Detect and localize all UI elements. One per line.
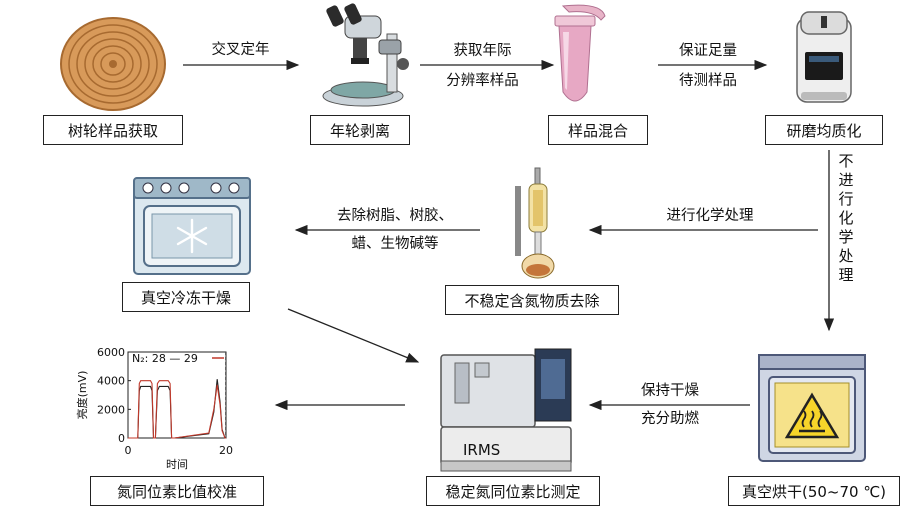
arrow-label-cross-dating: 交叉定年: [211, 42, 270, 58]
distillation-apparatus-icon: [515, 167, 555, 279]
irms-instrument-icon: IRMS: [440, 348, 572, 472]
calibration-chart: 0 2000 4000 6000 0 20 时间 亮度(mV) N₂: 28 — 29: [75, 346, 233, 471]
vertical-char: 处: [838, 247, 854, 265]
arrow-label-chemical-treatment: 进行化学处理: [666, 208, 754, 224]
vertical-char: 理: [838, 266, 854, 284]
y-tick-label: 2000: [97, 403, 125, 416]
series-29-line: [128, 380, 226, 439]
arrow-label-remove-resin-2: 蜡、生物碱等: [351, 236, 439, 252]
arrow-label-remove-resin-1: 去除树脂、树胶、: [337, 208, 453, 224]
y-tick-label: 0: [118, 432, 125, 445]
legend-text: N₂: 28 — 29: [132, 352, 198, 365]
arrow-label-no-chemical-treatment: 不 进 行 化 学 处 理: [836, 152, 856, 285]
arrow-label-annual-resolution-2: 分辨率样品: [446, 73, 519, 89]
arrow-label-keep-dry: 保持干燥: [641, 383, 699, 399]
vertical-char: 化: [838, 209, 854, 227]
x-tick-label: 20: [219, 444, 233, 457]
y-axis-label: 亮度(mV): [75, 371, 89, 420]
irms-label: IRMS: [463, 441, 500, 459]
y-tick-label: 6000: [97, 346, 125, 359]
arrow-label-sufficient-sample-1: 保证足量: [679, 43, 737, 59]
grinder-icon: [796, 11, 852, 103]
step-box-freeze-drying: 真空冷冻干燥: [122, 282, 250, 312]
arrow-label-annual-resolution-1: 获取年际: [453, 43, 512, 59]
step-box-grinding: 研磨均质化: [765, 115, 883, 145]
step-box-unstable-n-removal: 不稳定含氮物质去除: [445, 285, 619, 315]
arrow-label-sufficient-sample-2: 待测样品: [679, 73, 737, 89]
step-box-sample-mixing: 样品混合: [548, 115, 648, 145]
series-28-line: [128, 379, 226, 439]
vacuum-oven-icon: [758, 354, 866, 462]
arrow-8: [287, 308, 420, 363]
tree-ring-slice-icon: [60, 17, 166, 111]
step-box-irms-measurement: 稳定氮同位素比测定: [426, 476, 600, 506]
x-tick-label: 0: [125, 444, 132, 457]
vertical-char: 不: [838, 152, 854, 170]
microscope-icon: [322, 3, 409, 107]
x-axis-label: 时间: [166, 458, 188, 471]
step-box-ring-separation: 年轮剥离: [310, 115, 410, 145]
step-box-vacuum-oven: 真空烘干(50~70 ℃): [728, 476, 900, 506]
step-box-tree-ring-sampling: 树轮样品获取: [43, 115, 183, 145]
y-tick-label: 4000: [97, 375, 125, 388]
arrow-label-combustion: 充分助燃: [641, 411, 699, 427]
step-box-calibration: 氮同位素比值校准: [90, 476, 264, 506]
vertical-char: 学: [838, 228, 854, 246]
vertical-char: 进: [838, 171, 854, 189]
vertical-char: 行: [838, 190, 854, 208]
test-tube-icon: [554, 4, 606, 102]
freeze-dryer-icon: [133, 177, 251, 275]
